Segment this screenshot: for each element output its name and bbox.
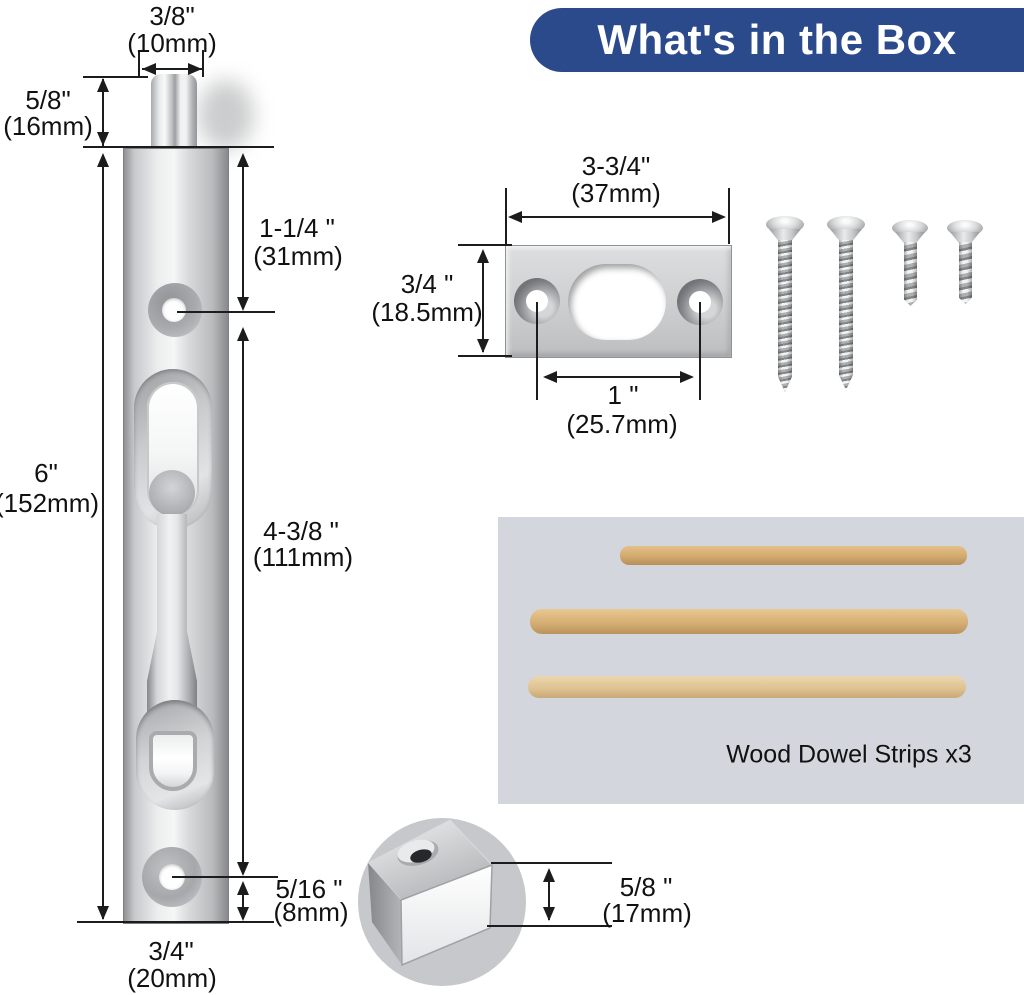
dim-arrow	[237, 153, 249, 167]
dim-arrow	[508, 211, 522, 223]
dim-bolt-end-width-in: 5/8 "	[619, 872, 673, 902]
dim-hole-spacing-mm: (111mm)	[252, 542, 354, 572]
wood-dowel-1	[620, 546, 967, 565]
screw-neck	[830, 229, 862, 242]
screw-neck	[950, 232, 980, 244]
dim-line	[491, 862, 612, 864]
screw-head	[766, 216, 804, 233]
dim-arrow	[237, 862, 249, 876]
dim-hole-spacing-in: 4-3/8 "	[263, 516, 339, 546]
mounting-screw-short-2	[946, 220, 984, 306]
dim-arrow	[237, 907, 249, 921]
dim-arrow	[237, 297, 249, 311]
dim-bottom-hole-offset-mm: (8mm)	[273, 897, 349, 927]
dim-pin-width-in: 3/8"	[149, 1, 195, 31]
screw-shaft	[959, 242, 972, 304]
dim-arrow	[142, 63, 156, 75]
countersink-hole	[410, 849, 432, 863]
strike-plate-screw-hole-left-center	[526, 290, 548, 312]
wood-dowel-3	[528, 676, 966, 698]
dim-pin-height-in: 5/8"	[25, 85, 71, 115]
dim-line	[242, 155, 244, 309]
bolt-rod-end	[149, 470, 195, 516]
dim-line	[458, 244, 512, 246]
dim-top-hole-offset-mm: (31mm)	[253, 241, 343, 271]
dim-line	[699, 302, 701, 400]
bolt-pin	[151, 74, 197, 152]
mounting-screw-short-1	[891, 220, 929, 308]
dim-arrow	[97, 906, 109, 920]
dim-plate-width-in: 3-3/4"	[581, 151, 651, 181]
strike-plate-bolt-hole	[568, 264, 666, 340]
dim-arrow	[712, 211, 726, 223]
dim-line	[83, 76, 148, 78]
screw-head	[827, 216, 865, 233]
dim-body-width-in: 3/4"	[148, 936, 194, 966]
dim-arrow	[477, 339, 489, 353]
dim-plate-hole-spacing-mm: (25.7mm)	[566, 409, 678, 439]
dim-line	[242, 329, 244, 874]
dim-line	[728, 188, 730, 244]
dim-plate-height-mm: (18.5mm)	[371, 297, 483, 327]
dim-line	[102, 79, 104, 147]
screw-neck	[895, 232, 925, 244]
dim-arrow	[543, 371, 557, 383]
screw-shaft	[904, 242, 917, 306]
wood-dowel-2	[530, 609, 968, 634]
dim-line	[505, 188, 507, 244]
dim-arrow	[543, 868, 555, 882]
dim-line	[202, 50, 204, 77]
dim-plate-width-mm: (37mm)	[571, 178, 661, 208]
dim-arrow	[477, 249, 489, 263]
bolt-end-front-face	[400, 863, 493, 967]
dim-line	[482, 251, 484, 352]
dim-total-length-in: 6"	[34, 458, 58, 488]
dim-arrow	[543, 907, 555, 921]
bolt-end-left-face	[368, 863, 402, 965]
dim-bolt-end-width-mm: (17mm)	[602, 898, 692, 928]
page-title: What's in the Box	[597, 16, 957, 63]
title-banner: What's in the Box	[530, 8, 1024, 72]
screw-shaft	[778, 240, 792, 392]
dim-arrow	[97, 132, 109, 146]
dim-arrow	[188, 63, 202, 75]
dim-line	[536, 302, 538, 400]
wood-dowel-panel: Wood Dowel Strips x3	[498, 517, 1024, 804]
dim-line	[510, 216, 724, 218]
dim-line	[242, 883, 244, 919]
wood-dowel-label: Wood Dowel Strips x3	[726, 740, 972, 769]
dim-arrow	[237, 881, 249, 895]
mounting-screw-long-1	[765, 216, 805, 396]
dim-line	[138, 50, 140, 77]
dim-top-hole-offset-in: 1-1/4 "	[259, 213, 335, 243]
dim-pin-height-mm: (16mm)	[3, 111, 93, 141]
screw-neck	[769, 229, 801, 242]
screw-shaft	[839, 240, 853, 390]
dim-line	[142, 68, 202, 70]
dim-line	[172, 876, 278, 878]
dim-line	[83, 146, 274, 148]
dim-bottom-hole-offset-in: 5/16 "	[275, 874, 343, 904]
bolt-end-detail-callout	[358, 818, 526, 986]
bolt-top-screw-hole-center	[162, 298, 186, 322]
dim-line	[458, 355, 512, 357]
dim-line	[548, 870, 550, 920]
dim-plate-hole-spacing-in: 1 "	[607, 380, 639, 410]
dim-arrow	[97, 153, 109, 167]
dim-arrow	[237, 327, 249, 341]
bolt-handle-knob	[149, 731, 197, 791]
dim-pin-width-mm: (10mm)	[127, 28, 217, 58]
dim-line	[487, 925, 612, 927]
bolt-pin-shadow	[198, 80, 254, 150]
mounting-screw-long-2	[826, 216, 866, 394]
dim-arrow	[680, 371, 694, 383]
dim-arrow	[97, 78, 109, 92]
dim-plate-height-in: 3/4 "	[400, 269, 454, 299]
dim-line	[77, 921, 274, 923]
dim-line	[545, 376, 692, 378]
dim-line	[102, 155, 104, 919]
dim-line	[177, 311, 275, 313]
dim-total-length-mm: (152mm)	[0, 488, 100, 518]
dim-body-width-mm: (20mm)	[127, 963, 217, 993]
